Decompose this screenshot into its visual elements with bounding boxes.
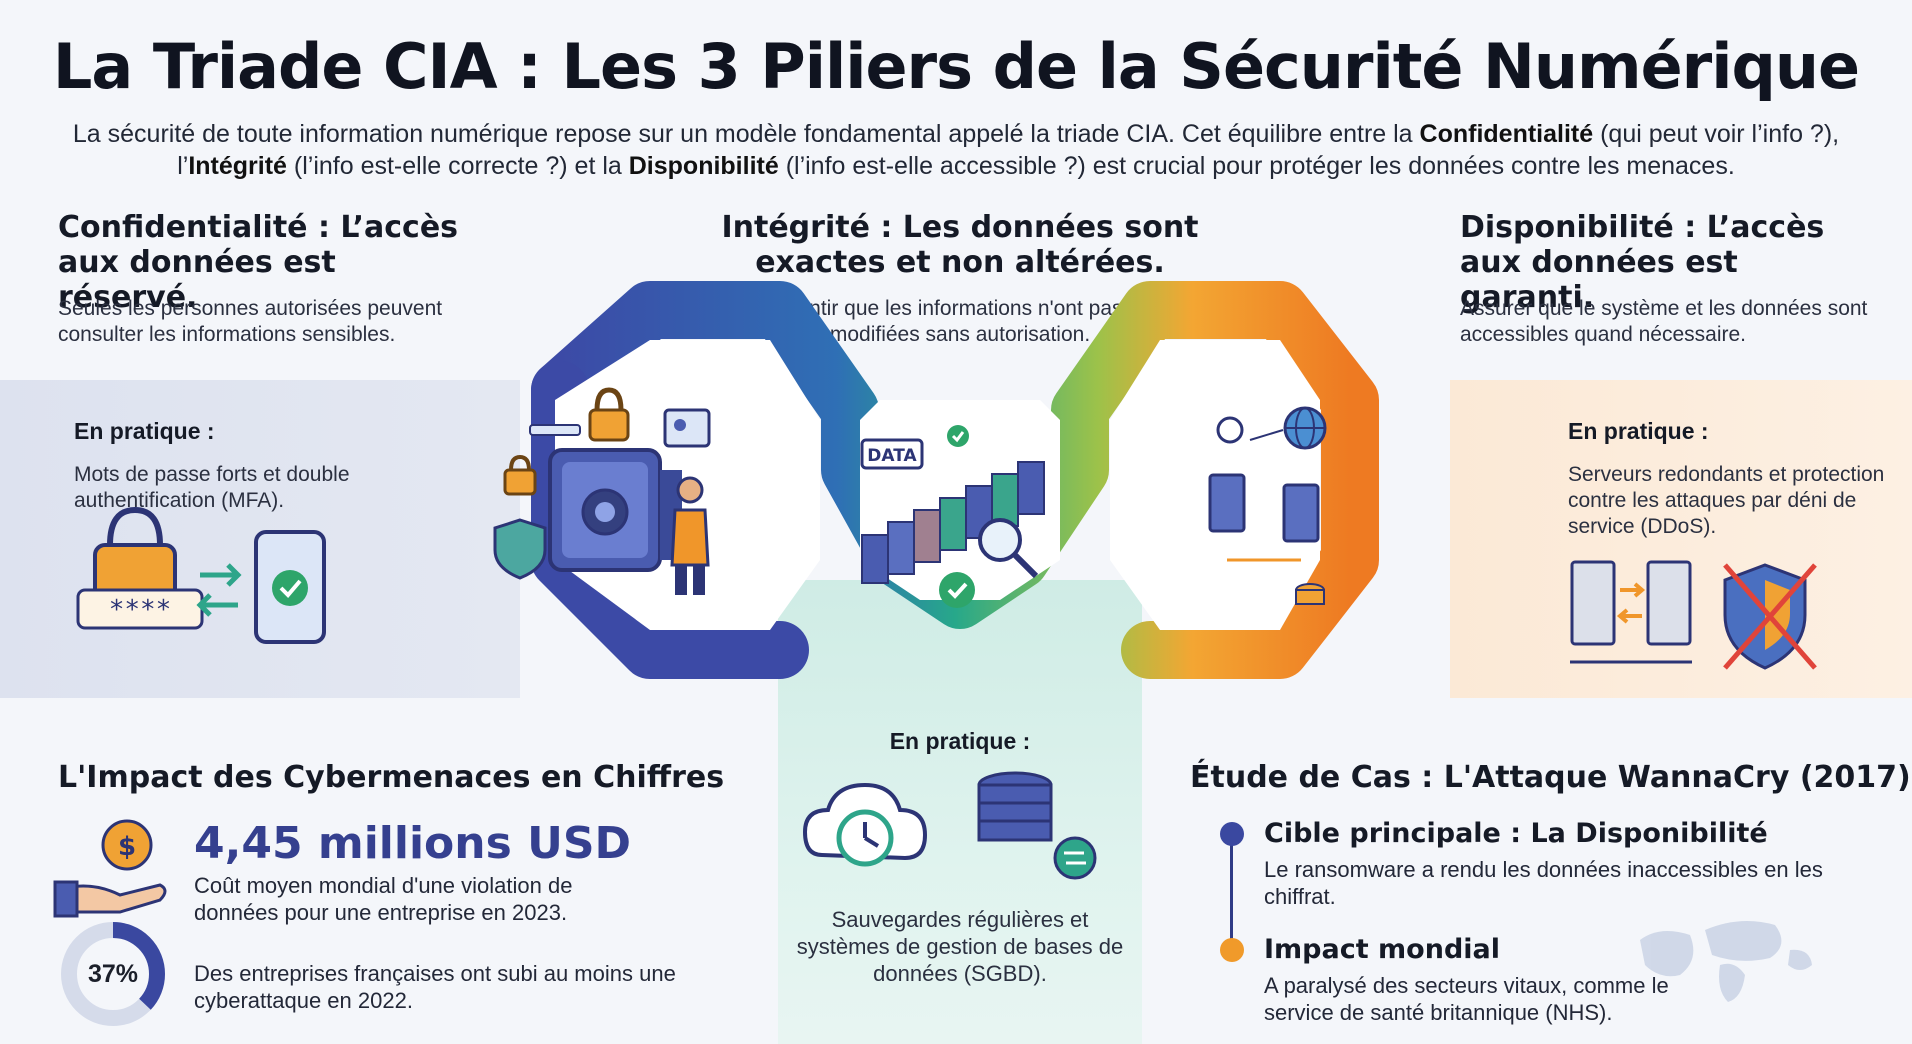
confidentiality-practice-label: En pratique : bbox=[74, 418, 215, 444]
world-map-graphic bbox=[1640, 921, 1812, 1002]
attack-percentage-text: Des entreprises françaises ont subi au m… bbox=[194, 961, 676, 1013]
intro-segment: (l’info est-elle accessible ?) est cruci… bbox=[778, 152, 1735, 180]
timeline-dot-primary bbox=[1220, 822, 1244, 846]
availability-practice-label: En pratique : bbox=[1568, 418, 1709, 444]
backup-cloud-icon bbox=[802, 782, 928, 867]
integrity-practice-text: Sauvegardes régulières et systèmes de ge… bbox=[796, 907, 1124, 986]
intro-segment: (qui peut voir l’info ?), bbox=[1593, 120, 1840, 148]
intro-keyword-availability: Disponibilité bbox=[628, 152, 779, 180]
intro-text: La sécurité de toute information numériq… bbox=[60, 118, 1852, 182]
intro-segment: La sécurité de toute information numériq… bbox=[72, 120, 1420, 148]
case-point1-title: Cible principale : La Disponibilité bbox=[1264, 818, 1768, 849]
availability-practice-text: Serveurs redondants et protection contre… bbox=[1568, 463, 1885, 538]
safe-lock-illustration bbox=[493, 387, 711, 595]
ddos-shield-icon bbox=[1723, 563, 1817, 670]
page-title: La Triade CIA : Les 3 Piliers de la Sécu… bbox=[52, 30, 1860, 103]
confidentiality-description: Seules les personnes autorisées peuvent … bbox=[58, 297, 443, 346]
password-mfa-illustration: **** bbox=[76, 506, 326, 644]
donut-arc bbox=[61, 922, 165, 1026]
breach-cost-text: Coût moyen mondial d'une violation de do… bbox=[194, 873, 573, 925]
integrity-description: Garantir que les informations n'ont pas … bbox=[762, 297, 1158, 346]
case-study-title: Étude de Cas : L'Attaque WannaCry (2017) bbox=[1190, 760, 1911, 795]
availability-title: Disponibilité : L’accès aux données est … bbox=[1460, 210, 1825, 315]
intro-segment: l’ bbox=[177, 152, 189, 180]
timeline-dot-impact bbox=[1220, 938, 1244, 962]
attack-percentage-value: 37% bbox=[87, 960, 139, 988]
confidentiality-practice-text: Mots de passe forts et double authentifi… bbox=[74, 463, 350, 512]
case-point2-text: A paralysé des secteurs vitaux, comme le… bbox=[1264, 973, 1669, 1025]
integrity-servers-illustration: DATA bbox=[860, 425, 1045, 608]
percentage-donut bbox=[61, 922, 165, 1026]
intro-keyword-confidentiality: Confidentialité bbox=[1419, 120, 1594, 148]
case-point1-text: Le ransomware a rendu les données inacce… bbox=[1264, 857, 1823, 909]
stats-title: L'Impact des Cybermenaces en Chiffres bbox=[58, 760, 725, 795]
timeline-line bbox=[1230, 834, 1233, 944]
intro-segment: (l’info est-elle correcte ?) et la bbox=[286, 152, 629, 180]
data-tag: DATA bbox=[867, 446, 917, 466]
redundant-servers-illustration bbox=[1570, 560, 1692, 664]
intro-keyword-integrity: Intégrité bbox=[188, 152, 287, 180]
availability-description: Assurer que le système et les données so… bbox=[1460, 297, 1868, 346]
svg-text:$: $ bbox=[118, 832, 136, 862]
availability-network-illustration bbox=[1208, 406, 1327, 605]
integrity-title: Intégrité : Les données sont exactes et … bbox=[721, 210, 1199, 280]
integrity-practice-label: En pratique : bbox=[889, 728, 1031, 754]
case-point2-title: Impact mondial bbox=[1264, 934, 1500, 965]
confidentiality-title: Confidentialité : L’accès aux données es… bbox=[58, 210, 459, 315]
breach-cost-value: 4,45 millions USD bbox=[194, 818, 632, 869]
money-hand-icon: $ bbox=[53, 819, 167, 918]
password-mask: **** bbox=[109, 595, 172, 625]
database-sync-icon bbox=[977, 771, 1097, 880]
